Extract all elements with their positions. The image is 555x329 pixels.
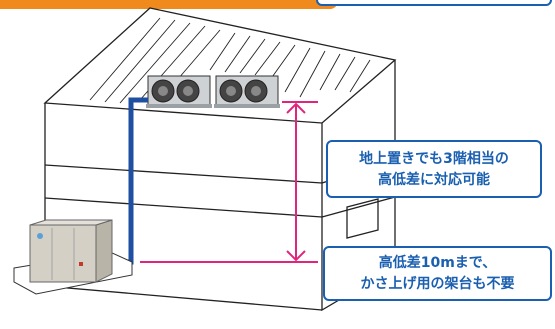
callout-bottom-line1: 高低差10mまで、 xyxy=(378,255,497,271)
callout-top-line1: 地上置きでも3階相当の xyxy=(359,151,509,167)
building-outline xyxy=(43,7,397,312)
callout-bottom: 高低差10mまで、 かさ上げ用の架台も不要 xyxy=(323,246,552,301)
callout-top-line2: 高低差に対応可能 xyxy=(378,172,490,188)
callout-bottom-line2: かさ上げ用の架台も不要 xyxy=(360,276,515,292)
outdoor-unit xyxy=(13,219,133,295)
indoor-unit-right xyxy=(214,75,280,108)
orange-header-tab xyxy=(0,0,338,9)
indoor-unit-left xyxy=(146,75,212,108)
callout-top: 地上置きでも3階相当の 高低差に対応可能 xyxy=(326,140,542,198)
height-difference-arrow xyxy=(140,101,318,263)
top-frame-edge xyxy=(316,0,552,6)
refrigerant-pipe xyxy=(112,97,148,265)
